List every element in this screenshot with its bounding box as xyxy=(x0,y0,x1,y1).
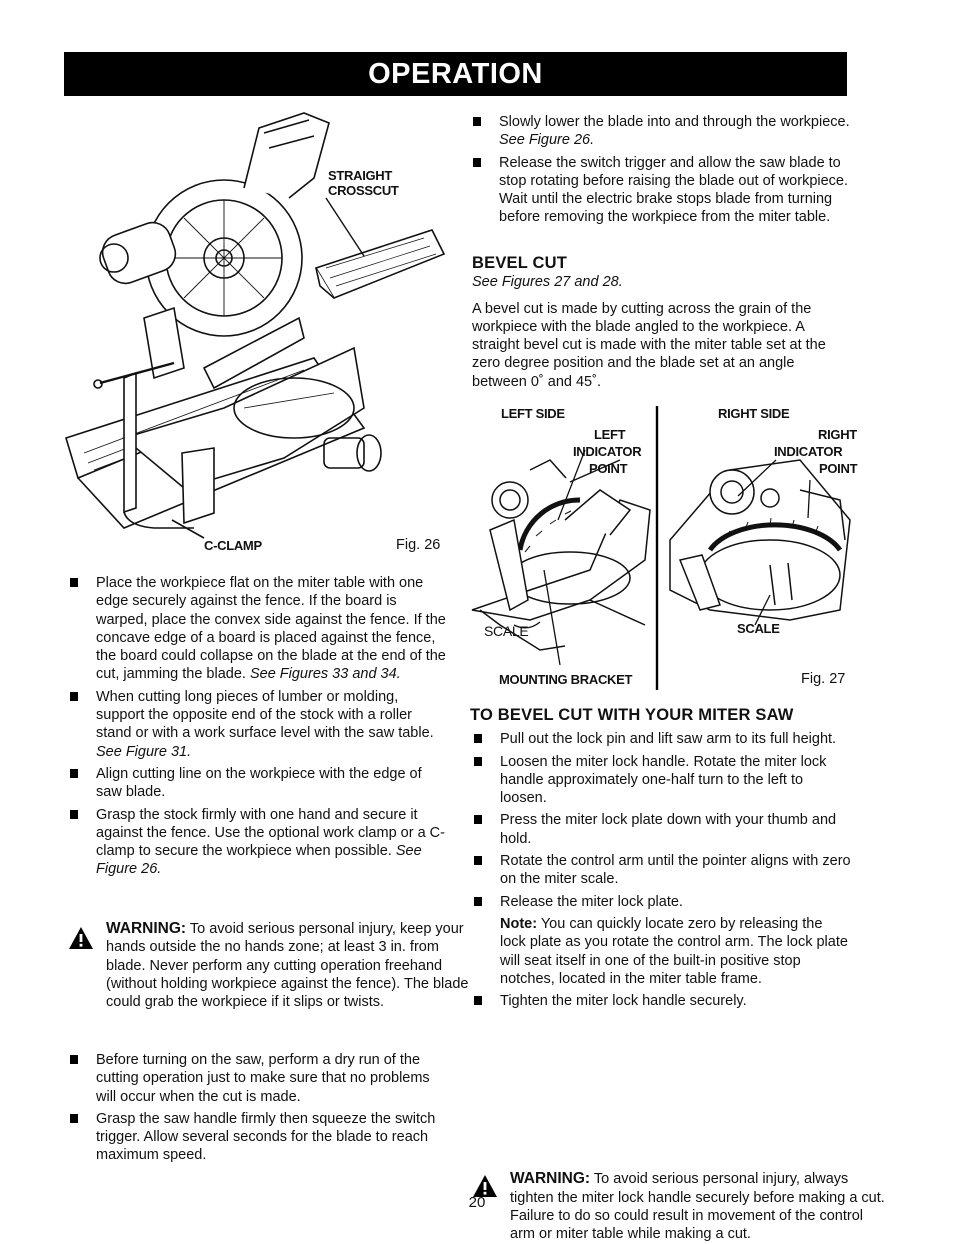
left-column-top: Place the workpiece flat on the miter ta… xyxy=(66,574,446,883)
figure-27-number: Fig. 27 xyxy=(801,671,846,687)
section-banner: OPERATION xyxy=(64,52,847,96)
warning-block-left: WARNING: To avoid serious personal injur… xyxy=(68,914,480,1011)
list-item: Grasp the saw handle firmly then squeeze… xyxy=(66,1110,446,1165)
label-right-side: RIGHT SIDE xyxy=(718,406,790,421)
list-item: Grasp the stock firmly with one hand and… xyxy=(66,806,446,879)
right-column-top: Slowly lower the blade into and through … xyxy=(469,113,851,231)
label-left-side: LEFT SIDE xyxy=(501,406,565,421)
list-item: Press the miter lock plate down with you… xyxy=(470,811,852,848)
label-left: LEFT xyxy=(594,427,626,442)
bevel-steps-list-2: Tighten the miter lock handle securely. xyxy=(470,992,852,1010)
list-item: Before turning on the saw, perform a dry… xyxy=(66,1051,446,1106)
list-item: Rotate the control arm until the pointer… xyxy=(470,852,852,889)
label-straight: STRAIGHT xyxy=(328,168,393,183)
list-item: When cutting long pieces of lumber or mo… xyxy=(66,688,446,761)
warning-label: WARNING: xyxy=(510,1170,591,1188)
label-crosscut: CROSSCUT xyxy=(328,183,399,198)
label-point-left: POINT xyxy=(589,461,628,476)
label-c-clamp: C-CLAMP xyxy=(204,538,262,553)
figure-26-number: Fig. 26 xyxy=(396,537,441,553)
note-paragraph: Note: You can quickly locate zero by rel… xyxy=(470,915,852,988)
page-number: 20 xyxy=(468,1194,486,1211)
warning-icon xyxy=(69,927,93,949)
list-item: Pull out the lock pin and lift saw arm t… xyxy=(470,730,852,748)
bullet-list-left-2: Before turning on the saw, perform a dry… xyxy=(66,1051,446,1165)
bevel-how-to-heading: TO BEVEL CUT WITH YOUR MITER SAW xyxy=(470,706,794,724)
label-mounting-bracket: MOUNTING BRACKET xyxy=(499,672,633,687)
warning-label: WARNING: xyxy=(106,920,187,937)
list-item: Loosen the miter lock handle. Rotate the… xyxy=(470,753,852,808)
list-item: Tighten the miter lock handle securely. xyxy=(470,992,852,1010)
left-column-bottom: Before turning on the saw, perform a dry… xyxy=(66,1051,446,1169)
bevel-steps-list: Pull out the lock pin and lift saw arm t… xyxy=(470,730,852,911)
bevel-paragraph: A bevel cut is made by cutting across th… xyxy=(472,300,826,390)
bevel-cut-heading: BEVEL CUT xyxy=(472,254,568,272)
bevel-see-figures: See Figures 27 and 28. xyxy=(472,274,623,291)
label-point-right: POINT xyxy=(819,461,858,476)
list-item: Place the workpiece flat on the miter ta… xyxy=(66,574,446,684)
warning-text: To avoid serious personal injury, keep y… xyxy=(106,921,469,1011)
warning-icon xyxy=(473,1175,497,1198)
bevel-how-to-section: TO BEVEL CUT WITH YOUR MITER SAW Pull ou… xyxy=(470,706,852,1014)
label-indicator-left: INDICATOR xyxy=(573,444,642,459)
list-item: Slowly lower the blade into and through … xyxy=(469,113,851,150)
label-scale-right: SCALE xyxy=(737,621,780,636)
note-label: Note: xyxy=(500,915,538,932)
label-right: RIGHT xyxy=(818,427,857,442)
section-title: OPERATION xyxy=(368,57,543,90)
label-scale-left: SCALE xyxy=(484,623,529,639)
list-item: Release the switch trigger and allow the… xyxy=(469,154,851,227)
bevel-scale-illustration xyxy=(471,406,851,690)
note-text: You can quickly locate zero by releasing… xyxy=(500,915,848,987)
warning-text: To avoid serious personal injury, always… xyxy=(510,1171,885,1243)
list-item: Align cutting line on the workpiece with… xyxy=(66,765,446,802)
bullet-list-right: Slowly lower the blade into and through … xyxy=(469,113,851,227)
label-indicator-right: INDICATOR xyxy=(774,444,843,459)
warning-block-right: WARNING: To avoid serious personal injur… xyxy=(472,1166,890,1243)
bullet-list-left: Place the workpiece flat on the miter ta… xyxy=(66,574,446,879)
bevel-cut-section: BEVEL CUT See Figures 27 and 28. A bevel… xyxy=(472,254,852,391)
miter-saw-illustration xyxy=(65,112,446,539)
figure-26: STRAIGHT CROSSCUT C-CLAMP Fig. 26 xyxy=(64,108,454,560)
list-item: Release the miter lock plate. xyxy=(470,893,852,911)
figure-27: LEFT SIDE RIGHT SIDE LEFT INDICATOR POIN… xyxy=(470,400,858,692)
